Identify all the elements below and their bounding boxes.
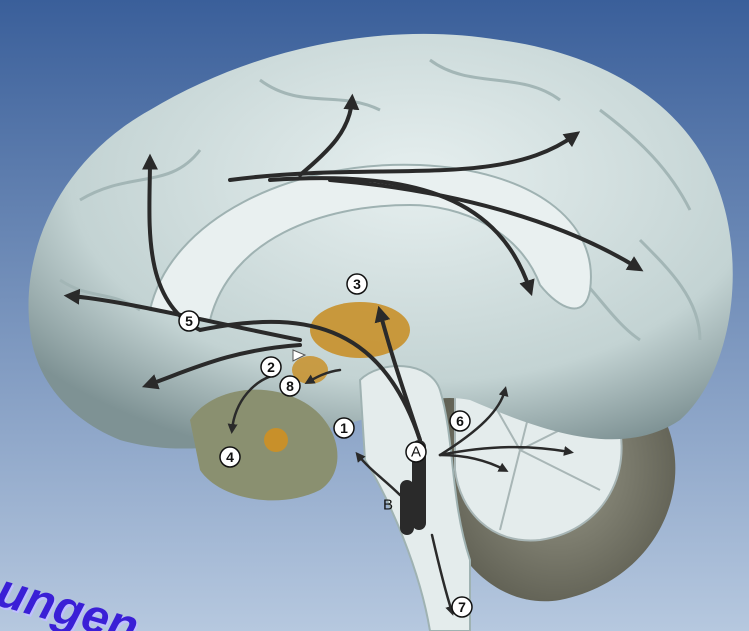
label-3: 3: [353, 276, 361, 292]
label-a: A: [411, 444, 421, 461]
label-4: 4: [226, 449, 234, 465]
label-5: 5: [185, 313, 193, 329]
amygdala: [264, 428, 288, 452]
nucleus-b-bar: [400, 480, 414, 535]
label-7: 7: [458, 599, 466, 615]
label-2: 2: [267, 359, 275, 375]
label-8: 8: [286, 378, 294, 394]
label-1: 1: [340, 420, 348, 436]
label-b: B: [383, 497, 393, 514]
label-6: 6: [456, 413, 464, 429]
